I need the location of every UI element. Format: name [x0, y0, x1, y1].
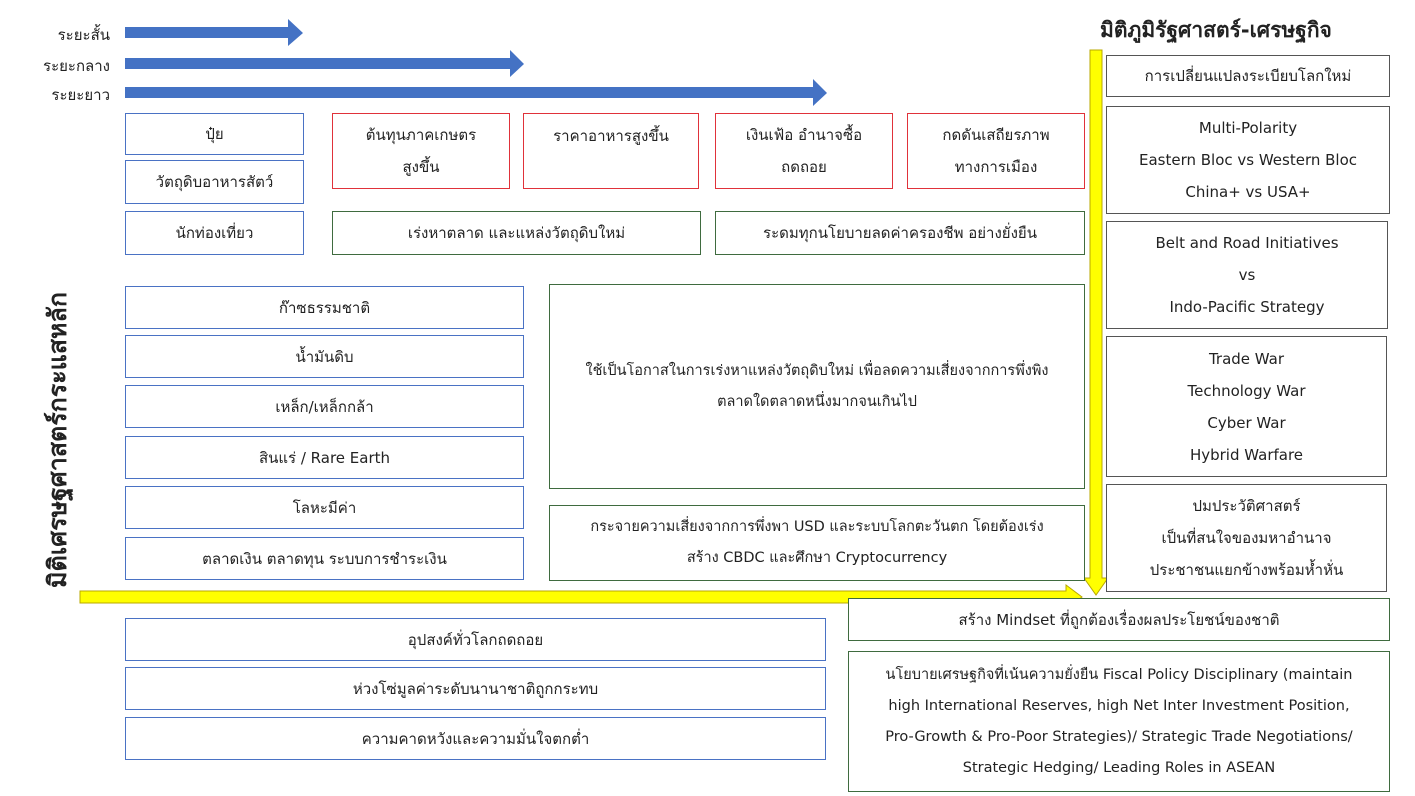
- history-line: ประชาชนแยกข้างพร้อมห้ำหั่น: [1149, 561, 1344, 579]
- fiscal-policy-line: Pro-Growth & Pro-Poor Strategies)/ Strat…: [885, 728, 1353, 745]
- wars-line: Hybrid Warfare: [1189, 445, 1304, 464]
- fertilizer-label: ปุ๋ย: [205, 125, 224, 143]
- mainstream-economics-title: มิติเศรษฐศาสตร์กระแสหลัก: [28, 275, 88, 605]
- political-pressure-box: กดดันเสถียรภาพ ทางการเมือง: [907, 113, 1085, 189]
- political-pressure-line1: กดดันเสถียรภาพ: [942, 126, 1050, 144]
- commodity-label: สินแร่ / Rare Earth: [258, 448, 391, 467]
- fiscal-policy-box: นโยบายเศรษฐกิจที่เน้นความยั่งยืน Fiscal …: [848, 651, 1390, 792]
- commodity-box: เหล็ก/เหล็กกล้า: [125, 385, 524, 428]
- animal-feed-box: วัตถุดิบอาหารสัตว์: [125, 160, 304, 204]
- confidence-label: ความคาดหวังและความมั่นใจตกต่ำ: [361, 729, 590, 748]
- medium-term-label: ระยะกลาง: [43, 57, 110, 75]
- fiscal-policy-line: นโยบายเศรษฐกิจที่เน้นความยั่งยืน Fiscal …: [885, 666, 1353, 683]
- confidence-box: ความคาดหวังและความมั่นใจตกต่ำ: [125, 717, 826, 760]
- global-demand-label: อุปสงค์ทั่วโลกถดถอย: [407, 630, 544, 649]
- new-world-order-box: การเปลี่ยนแปลงระเบียบโลกใหม่: [1106, 55, 1390, 97]
- fiscal-policy-line: high International Reserves, high Net In…: [888, 697, 1350, 714]
- animal-feed-label: วัตถุดิบอาหารสัตว์: [155, 173, 274, 191]
- food-price-box: ราคาอาหารสูงขึ้น: [523, 113, 699, 189]
- inflation-line1: เงินเฟ้อ อำนาจซื้อ: [745, 126, 863, 144]
- commodity-label: น้ำมันดิบ: [295, 347, 354, 366]
- wars-box: Trade War Technology War Cyber War Hybri…: [1106, 336, 1387, 477]
- mindset-label: สร้าง Mindset ที่ถูกต้องเรื่องผลประโยชน์…: [958, 610, 1280, 629]
- diversify-line2: สร้าง CBDC และศึกษา Cryptocurrency: [686, 550, 948, 566]
- fertilizer-box: ปุ๋ย: [125, 113, 304, 155]
- long-term-arrow: [125, 79, 827, 106]
- farm-cost-line2: สูงขึ้น: [402, 158, 440, 176]
- cost-of-living-policy-label: ระดมทุกนโยบายลดค่าครองชีพ อย่างยั่งยืน: [763, 224, 1037, 242]
- commodity-label: เหล็ก/เหล็กกล้า: [275, 397, 374, 416]
- long-term-label: ระยะยาว: [51, 86, 110, 104]
- inflation-line2: ถดถอย: [781, 158, 827, 176]
- history-line: เป็นที่สนใจของมหาอำนาจ: [1161, 529, 1332, 547]
- medium-term-arrow: [125, 50, 524, 77]
- food-price-label: ราคาอาหารสูงขึ้น: [553, 127, 669, 145]
- diversify-box: กระจายความเสี่ยงจากการพึ่งพา USD และระบบ…: [549, 505, 1085, 581]
- mainstream-economics-title-text: มิติเศรษฐศาสตร์กระแสหลัก: [43, 292, 72, 588]
- tourists-label: นักท่องเที่ยว: [175, 224, 254, 242]
- history-line: ปมประวัติศาสตร์: [1192, 497, 1301, 515]
- global-demand-box: อุปสงค์ทั่วโลกถดถอย: [125, 618, 826, 661]
- farm-cost-box: ต้นทุนภาคเกษตร สูงขึ้น: [332, 113, 510, 189]
- supply-chain-label: ห่วงโซ่มูลค่าระดับนานาชาติถูกกระทบ: [352, 679, 599, 698]
- vertical-axis-arrow: [1083, 49, 1109, 596]
- wars-line: Technology War: [1187, 381, 1306, 400]
- short-term-label: ระยะสั้น: [57, 26, 110, 44]
- new-markets-box: เร่งหาตลาด และแหล่งวัตถุดิบใหม่: [332, 211, 701, 255]
- supply-chain-box: ห่วงโซ่มูลค่าระดับนานาชาติถูกกระทบ: [125, 667, 826, 710]
- farm-cost-line1: ต้นทุนภาคเกษตร: [365, 126, 477, 144]
- tourists-box: นักท่องเที่ยว: [125, 211, 304, 255]
- bri-box: Belt and Road Initiatives vs Indo-Pacifi…: [1106, 221, 1388, 329]
- new-markets-label: เร่งหาตลาด และแหล่งวัตถุดิบใหม่: [407, 224, 626, 242]
- short-term-arrow: [125, 19, 303, 46]
- geopolitics-title: มิติภูมิรัฐศาสตร์-เศรษฐกิจ: [1100, 18, 1332, 42]
- diversify-line1: กระจายความเสี่ยงจากการพึ่งพา USD และระบบ…: [590, 519, 1044, 535]
- commodity-box: โลหะมีค่า: [125, 486, 524, 529]
- wars-line: Trade War: [1208, 349, 1285, 368]
- history-box: ปมประวัติศาสตร์ เป็นที่สนใจของมหาอำนาจ ป…: [1106, 484, 1387, 592]
- fiscal-policy-line: Strategic Hedging/ Leading Roles in ASEA…: [962, 759, 1276, 776]
- cost-of-living-policy-box: ระดมทุกนโยบายลดค่าครองชีพ อย่างยั่งยืน: [715, 211, 1085, 255]
- polarity-line: Multi-Polarity: [1198, 119, 1298, 137]
- commodity-label: โลหะมีค่า: [292, 498, 357, 517]
- wars-line: Cyber War: [1207, 413, 1286, 432]
- opportunity-line2: ตลาดใดตลาดหนึ่งมากจนเกินไป: [717, 393, 917, 410]
- commodity-label: ตลาดเงิน ตลาดทุน ระบบการชำระเงิน: [202, 549, 447, 568]
- commodity-box: ตลาดเงิน ตลาดทุน ระบบการชำระเงิน: [125, 537, 524, 580]
- commodity-box: น้ำมันดิบ: [125, 335, 524, 378]
- opportunity-box: ใช้เป็นโอกาสในการเร่งหาแหล่งวัตถุดิบใหม่…: [549, 284, 1085, 489]
- commodity-box: สินแร่ / Rare Earth: [125, 436, 524, 479]
- commodity-box: ก๊าซธรรมชาติ: [125, 286, 524, 329]
- new-world-order-label: การเปลี่ยนแปลงระเบียบโลกใหม่: [1144, 67, 1352, 85]
- bri-line: vs: [1238, 266, 1256, 284]
- polarity-line: Eastern Bloc vs Western Bloc: [1138, 151, 1358, 169]
- polarity-box: Multi-Polarity Eastern Bloc vs Western B…: [1106, 106, 1390, 214]
- commodity-label: ก๊าซธรรมชาติ: [278, 298, 371, 317]
- bri-line: Belt and Road Initiatives: [1155, 234, 1339, 252]
- polarity-line: China+ vs USA+: [1185, 183, 1311, 201]
- opportunity-line1: ใช้เป็นโอกาสในการเร่งหาแหล่งวัตถุดิบใหม่…: [585, 362, 1049, 379]
- bri-line: Indo-Pacific Strategy: [1169, 298, 1325, 316]
- inflation-box: เงินเฟ้อ อำนาจซื้อ ถดถอย: [715, 113, 893, 189]
- political-pressure-line2: ทางการเมือง: [954, 158, 1038, 176]
- mindset-box: สร้าง Mindset ที่ถูกต้องเรื่องผลประโยชน์…: [848, 598, 1390, 641]
